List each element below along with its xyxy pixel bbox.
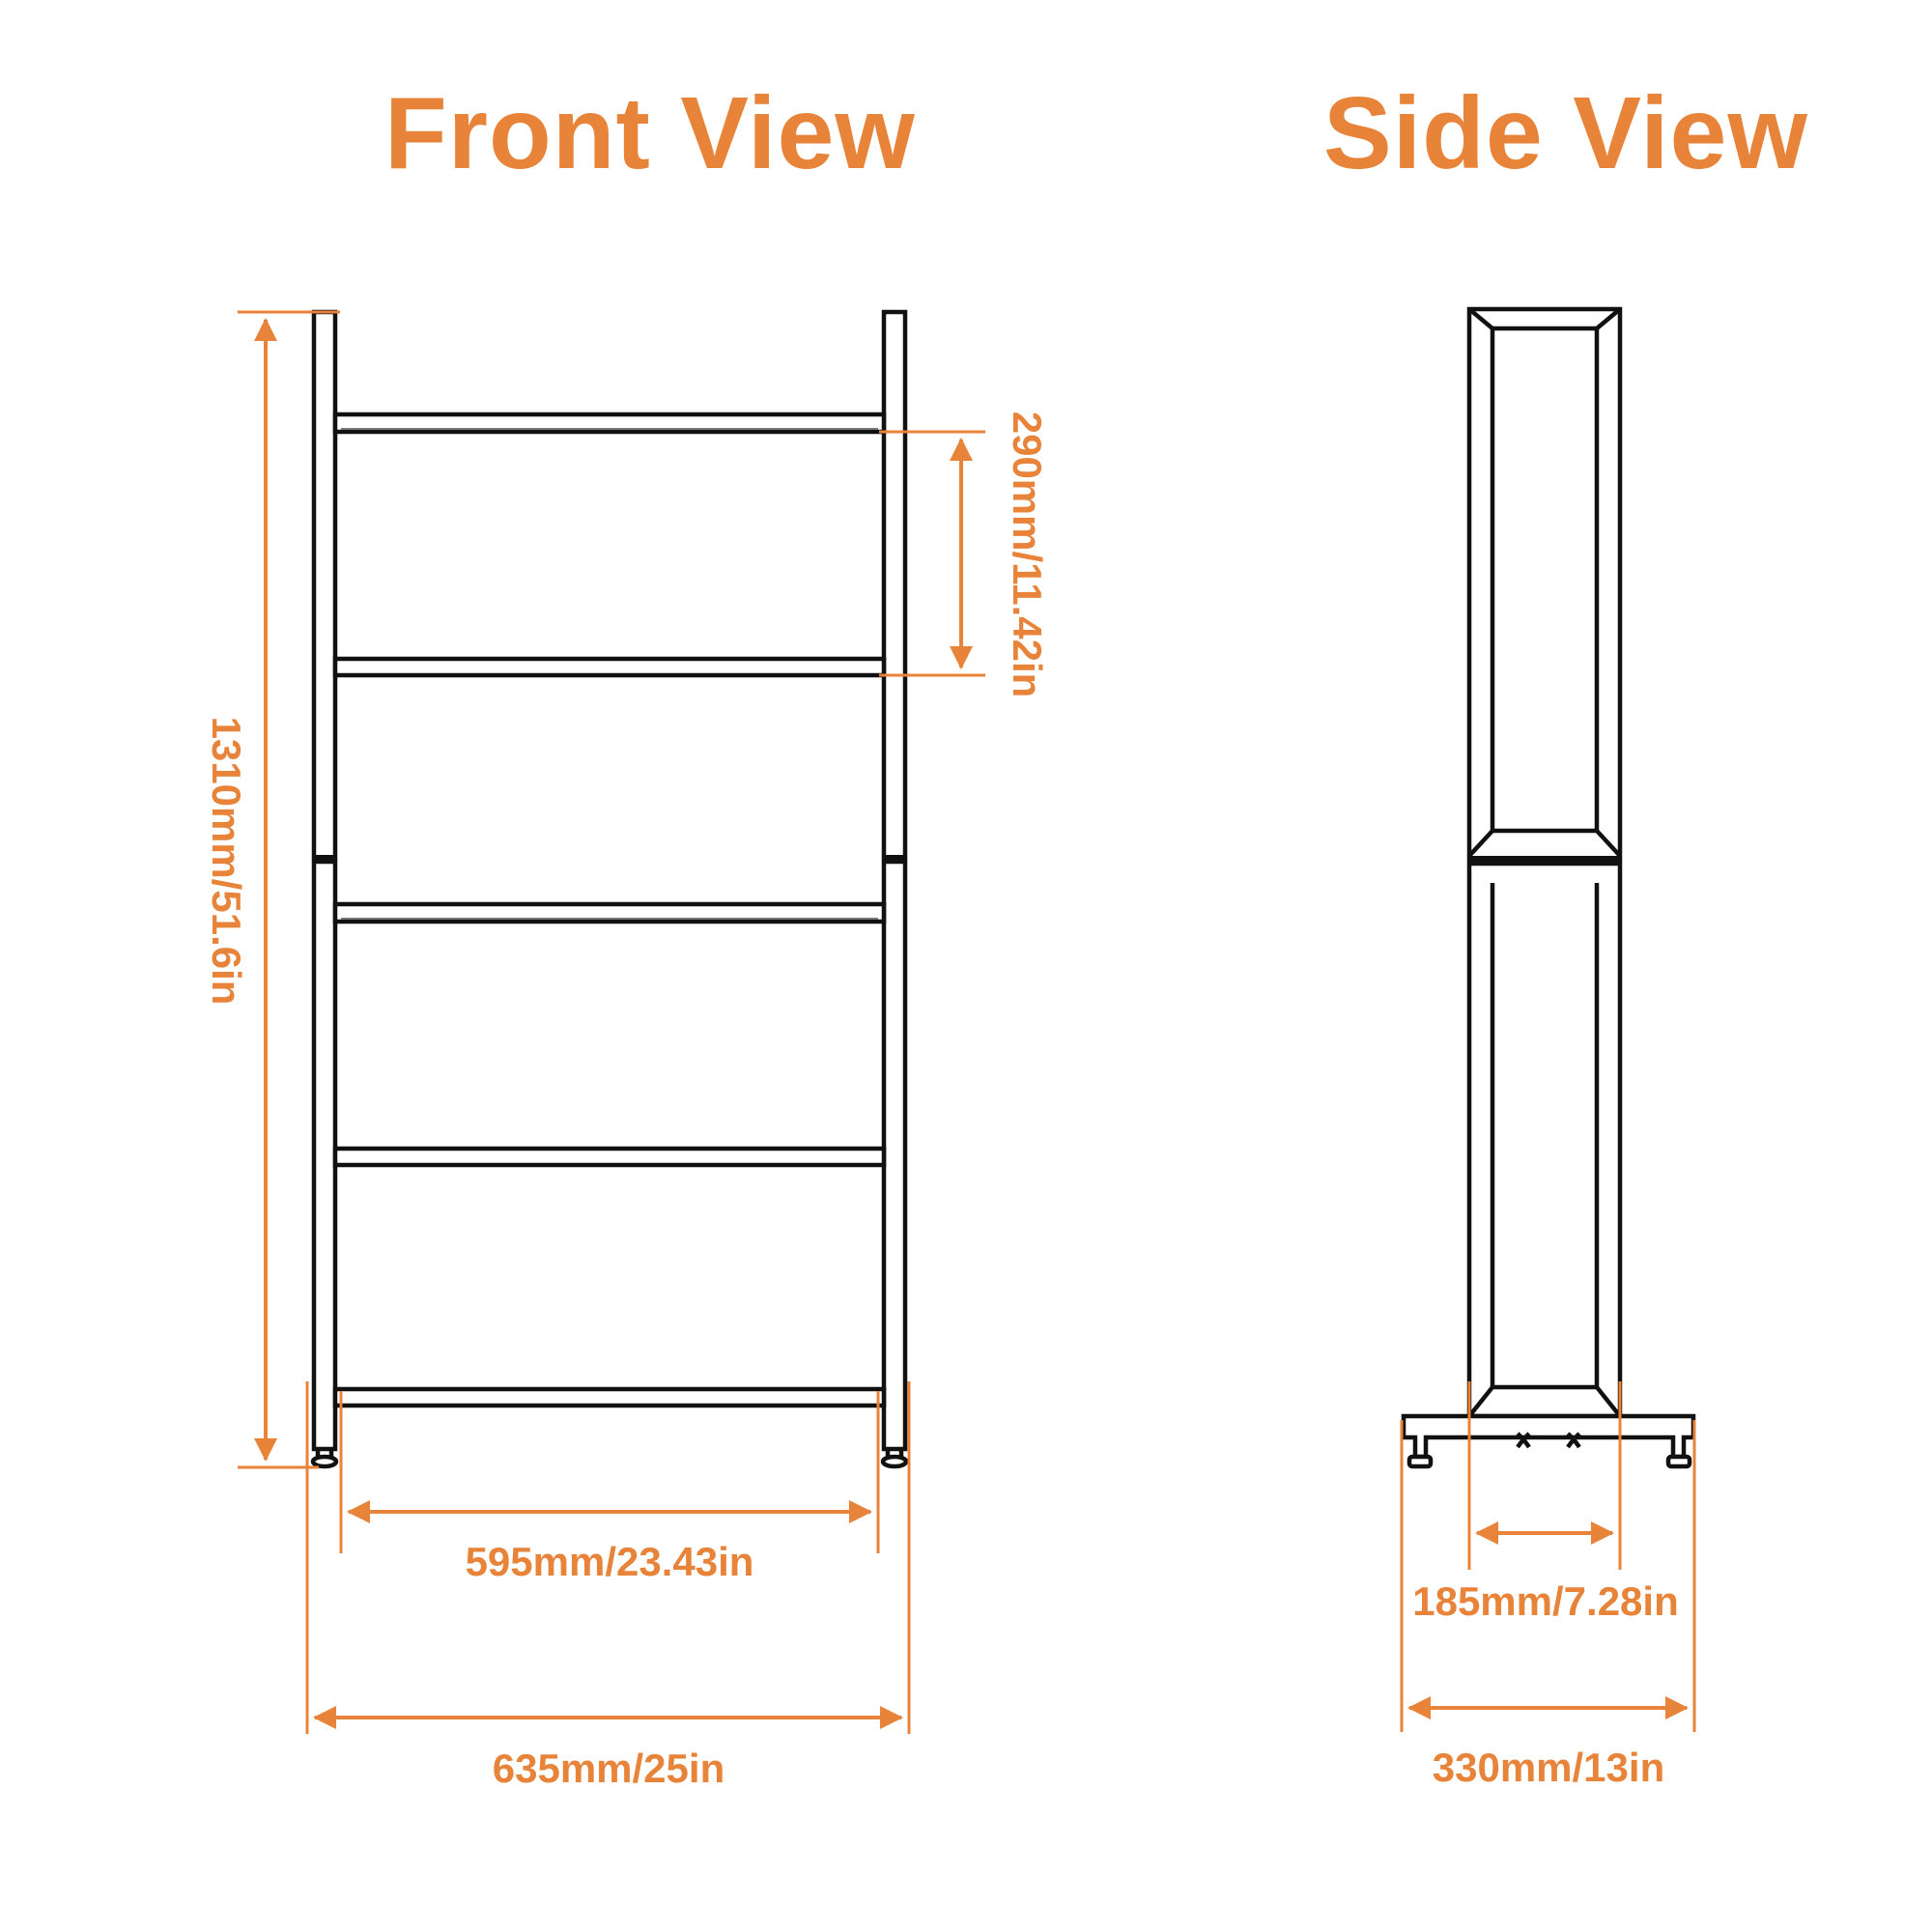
shelf-2 — [332, 656, 887, 678]
side-upper-frame — [1466, 306, 1623, 863]
shelf-3 — [332, 901, 887, 924]
frame-depth-label: 185mm/7.28in — [1412, 1578, 1679, 1624]
frame-depth-dimension — [1467, 1381, 1622, 1570]
shelf-spacing-dimension — [879, 430, 985, 677]
front-height-label: 1310mm/51.6in — [204, 717, 249, 1006]
shelf-5 — [332, 1386, 887, 1408]
side-view-title: Side View — [1323, 76, 1808, 190]
inner-width-dimension — [339, 1391, 880, 1553]
shelf-spacing-label: 290mm/11.42in — [1005, 412, 1050, 698]
inner-width-label: 595mm/23.43in — [466, 1539, 754, 1584]
side-base — [1401, 1413, 1696, 1469]
base-depth-label: 330mm/13in — [1433, 1745, 1664, 1790]
left-post — [310, 309, 339, 1469]
side-lower-frame — [1466, 856, 1623, 1419]
shelf-1 — [332, 412, 887, 435]
right-post — [880, 309, 909, 1469]
base-depth-dimension — [1400, 1420, 1696, 1732]
front-view-drawing — [310, 309, 909, 1469]
outer-width-label: 635mm/25in — [493, 1746, 724, 1791]
front-view-title: Front View — [384, 76, 916, 190]
outer-width-dimension — [305, 1381, 911, 1734]
side-view-drawing — [1401, 306, 1696, 1469]
front-height-dimension — [238, 310, 340, 1469]
shelf-4 — [332, 1146, 887, 1168]
